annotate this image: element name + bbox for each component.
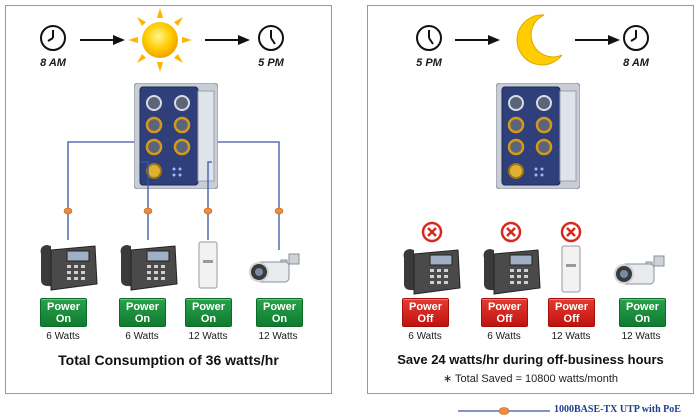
ip-camera-icon bbox=[614, 255, 665, 285]
clock-icon bbox=[258, 25, 284, 51]
sun-icon bbox=[128, 8, 192, 72]
start-time-label: 5 PM bbox=[416, 57, 442, 69]
off-hours-panel bbox=[367, 5, 694, 394]
clock-icon bbox=[40, 25, 66, 51]
disabled-x-icon bbox=[500, 221, 522, 243]
clock-icon bbox=[416, 25, 442, 51]
wattage-label: 6 Watts bbox=[487, 331, 521, 342]
power-status-badge: Power On bbox=[119, 298, 166, 327]
daytime-panel bbox=[5, 5, 332, 394]
power-status-badge: Power On bbox=[256, 298, 303, 327]
wattage-label: 12 Watts bbox=[188, 331, 228, 342]
poe-switch-icon bbox=[496, 83, 580, 189]
wattage-label: 6 Watts bbox=[46, 331, 80, 342]
wattage-label: 6 Watts bbox=[408, 331, 442, 342]
access-point-icon bbox=[561, 245, 581, 293]
savings-caption: Save 24 watts/hr during off-business hou… bbox=[397, 352, 664, 367]
end-time-label: 5 PM bbox=[258, 57, 284, 69]
arrow-right-icon bbox=[80, 35, 125, 45]
end-time-label: 8 AM bbox=[623, 57, 649, 69]
wattage-label: 12 Watts bbox=[551, 331, 591, 342]
poe-switch-icon bbox=[134, 83, 218, 189]
ip-phone-icon bbox=[483, 249, 541, 295]
ip-camera-icon bbox=[249, 253, 300, 283]
legend-label: 1000BASE-TX UTP with PoE bbox=[554, 404, 681, 415]
disabled-x-icon bbox=[560, 221, 582, 243]
access-point-icon bbox=[198, 241, 218, 289]
ip-phone-icon bbox=[403, 249, 461, 295]
moon-icon bbox=[516, 14, 563, 66]
arrow-right-icon bbox=[575, 35, 620, 45]
wattage-label: 12 Watts bbox=[621, 331, 661, 342]
power-status-badge: Power On bbox=[619, 298, 666, 327]
power-status-badge: Power Off bbox=[548, 298, 595, 327]
ip-phone-icon bbox=[40, 245, 98, 291]
clock-icon bbox=[623, 25, 649, 51]
wattage-label: 6 Watts bbox=[125, 331, 159, 342]
power-status-badge: Power Off bbox=[481, 298, 528, 327]
arrow-right-icon bbox=[455, 35, 500, 45]
poe-link-legend-icon bbox=[458, 407, 550, 415]
ip-phone-icon bbox=[120, 245, 178, 291]
power-status-badge: Power On bbox=[40, 298, 87, 327]
total-consumption-caption: Total Consumption of 36 watts/hr bbox=[58, 352, 279, 368]
power-status-badge: Power On bbox=[185, 298, 232, 327]
disabled-x-icon bbox=[421, 221, 443, 243]
arrow-right-icon bbox=[205, 35, 250, 45]
total-saved-note: ∗ Total Saved = 10800 watts/month bbox=[442, 373, 619, 385]
power-status-badge: Power Off bbox=[402, 298, 449, 327]
wattage-label: 12 Watts bbox=[258, 331, 298, 342]
start-time-label: 8 AM bbox=[40, 57, 66, 69]
